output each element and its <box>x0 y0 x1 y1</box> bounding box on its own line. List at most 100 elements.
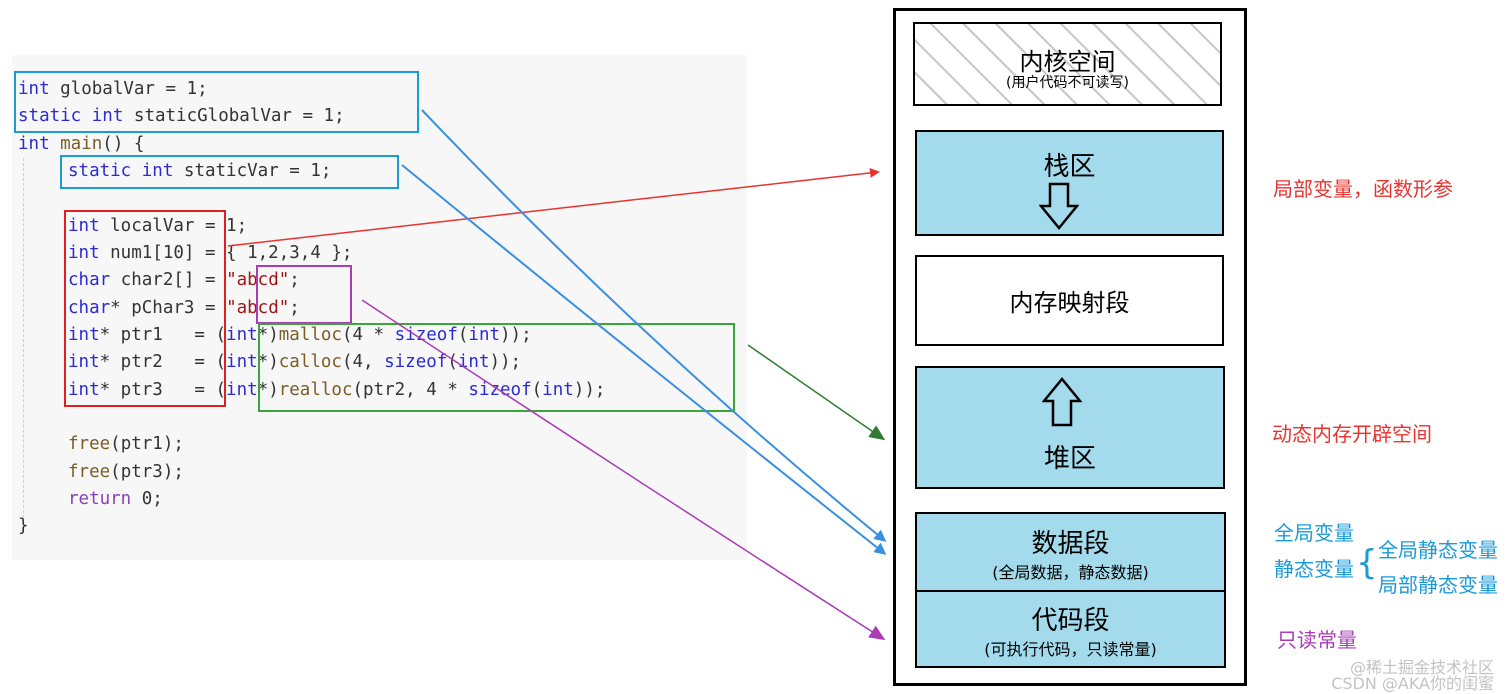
keyword: int <box>542 380 574 400</box>
code-text: (ptr2, 4 * <box>352 380 469 400</box>
watermark-line-1: @稀土掘金技术社区 <box>1349 658 1494 677</box>
function-name: main <box>49 134 103 154</box>
keyword: int <box>226 352 258 372</box>
arrow-heap-alloc-to-heap <box>747 344 886 441</box>
code-text: *) <box>257 352 279 372</box>
code-text: )); <box>489 352 522 372</box>
stack-title: 栈区 <box>1043 152 1096 182</box>
kernel-space-subtitle: (用户代码不可读写) <box>1006 75 1129 91</box>
keyword: int <box>18 134 50 154</box>
keyword: int <box>68 380 100 400</box>
keyword: int <box>68 325 100 345</box>
data-segment-subtitle: (全局数据，静态数据) <box>992 563 1149 582</box>
code-text: ( <box>531 380 543 400</box>
static-var-annotation: 静态变量 <box>1274 557 1354 581</box>
code-text: (ptr1); <box>110 434 184 454</box>
function-name: realloc <box>278 380 353 400</box>
keyword: int <box>68 243 100 263</box>
code-text: * ptr1 = ( <box>99 325 227 345</box>
code-line-main: int main() { <box>18 131 144 157</box>
code-text: * ptr3 = ( <box>99 380 227 400</box>
code-line-ptr2: int* ptr2 = (int*)calloc(4, sizeof(int))… <box>18 349 521 375</box>
code-text: ; <box>289 270 300 290</box>
code-segment-subtitle: (可执行代码，只读常量) <box>984 640 1157 659</box>
code-text: ( <box>447 352 458 372</box>
heap-alloc-highlight <box>258 323 735 412</box>
code-text: ( <box>457 325 469 345</box>
code-text: )); <box>573 380 606 400</box>
code-text: (ptr3); <box>110 462 184 482</box>
stack-segment: 栈区 <box>915 130 1224 236</box>
function-name: malloc <box>278 325 342 345</box>
keyword: return <box>68 489 132 509</box>
code-line-ptr1: int* ptr1 = (int*)malloc(4 * sizeof(int)… <box>18 322 532 348</box>
arrow-up-icon <box>1042 377 1082 427</box>
kernel-space-title: 内核空间 <box>1019 48 1116 76</box>
local-static-annotation: 局部静态变量 <box>1378 573 1498 597</box>
local-vars-highlight <box>64 210 226 407</box>
indent-guide <box>23 158 24 523</box>
code-text: staticVar = 1; <box>173 161 332 181</box>
code-line-static-var: static int staticVar = 1; <box>18 158 331 184</box>
keyword: int <box>18 79 50 99</box>
global-vars-highlight <box>14 71 419 133</box>
stack-annotation: 局部变量，函数形参 <box>1273 177 1453 201</box>
keyword: static <box>68 161 132 181</box>
code-line-local-var: int localVar = 1; <box>18 213 247 239</box>
keyword: sizeof <box>384 352 448 372</box>
heap-title: 堆区 <box>1043 444 1096 474</box>
code-text: staticGlobalVar = 1; <box>123 106 345 126</box>
code-text: * pChar3 = <box>110 298 227 318</box>
arrow-down-icon <box>1039 182 1079 230</box>
code-text: * ptr2 = ( <box>99 352 227 372</box>
code-line-return: return 0; <box>18 486 163 512</box>
static-var-highlight <box>60 155 399 189</box>
code-line-closing-brace: } <box>18 516 29 536</box>
code-segment-title: 代码段 <box>1031 606 1110 636</box>
arrow-global-to-data <box>421 109 887 542</box>
heap-segment: 堆区 <box>915 366 1225 489</box>
data-segment-title: 数据段 <box>1031 529 1110 559</box>
function-name: free <box>68 462 111 482</box>
keyword: int <box>468 325 501 345</box>
code-text: *) <box>257 380 279 400</box>
keyword: int <box>131 161 174 181</box>
keyword: int <box>226 325 258 345</box>
code-line-static-global-var: static int staticGlobalVar = 1; <box>18 103 345 129</box>
code-text: (4 * <box>341 325 395 345</box>
memory-map-title: 内存映射段 <box>1009 289 1130 317</box>
code-line-global-var: int globalVar = 1; <box>18 76 208 102</box>
function-name: free <box>68 434 111 454</box>
code-line-free-ptr3: free(ptr3); <box>18 459 184 485</box>
memory-map-segment: 内存映射段 <box>915 255 1224 346</box>
code-line-free-ptr1: free(ptr1); <box>18 431 184 457</box>
kernel-space-segment: 内核空间 (用户代码不可读写) <box>913 22 1222 106</box>
code-panel <box>12 55 747 560</box>
global-var-annotation: 全局变量 <box>1274 521 1354 545</box>
readonly-annotation: 只读常量 <box>1277 628 1357 652</box>
code-text: localVar = 1; <box>99 216 248 236</box>
brace-icon: { <box>1356 543 1378 583</box>
code-text: globalVar = 1; <box>49 79 208 99</box>
keyword: int <box>226 380 258 400</box>
arrow-static-to-data <box>401 164 887 555</box>
global-static-annotation: 全局静态变量 <box>1378 538 1498 562</box>
code-text: 0; <box>131 489 163 509</box>
keyword: char <box>68 298 111 318</box>
keyword: int <box>457 352 490 372</box>
data-segment: 数据段 (全局数据，静态数据) <box>915 512 1226 592</box>
keyword: sizeof <box>394 325 458 345</box>
code-text: ; <box>289 298 300 318</box>
code-text: char2[] = <box>110 270 227 290</box>
code-text: num1[10] = { 1,2,3,4 }; <box>99 243 353 263</box>
code-text: (4, <box>341 352 385 372</box>
arrow-local-to-stack <box>227 167 880 247</box>
watermark-line-2: CSDN @AKA你的闺蜜 <box>1331 674 1494 693</box>
code-line-ptr3: int* ptr3 = (int*)realloc(ptr2, 4 * size… <box>18 377 605 403</box>
code-text: () { <box>102 134 145 154</box>
arrow-literal-to-code <box>361 299 886 641</box>
keyword: char <box>68 270 111 290</box>
code-text: *) <box>257 325 279 345</box>
keyword: int <box>68 352 100 372</box>
